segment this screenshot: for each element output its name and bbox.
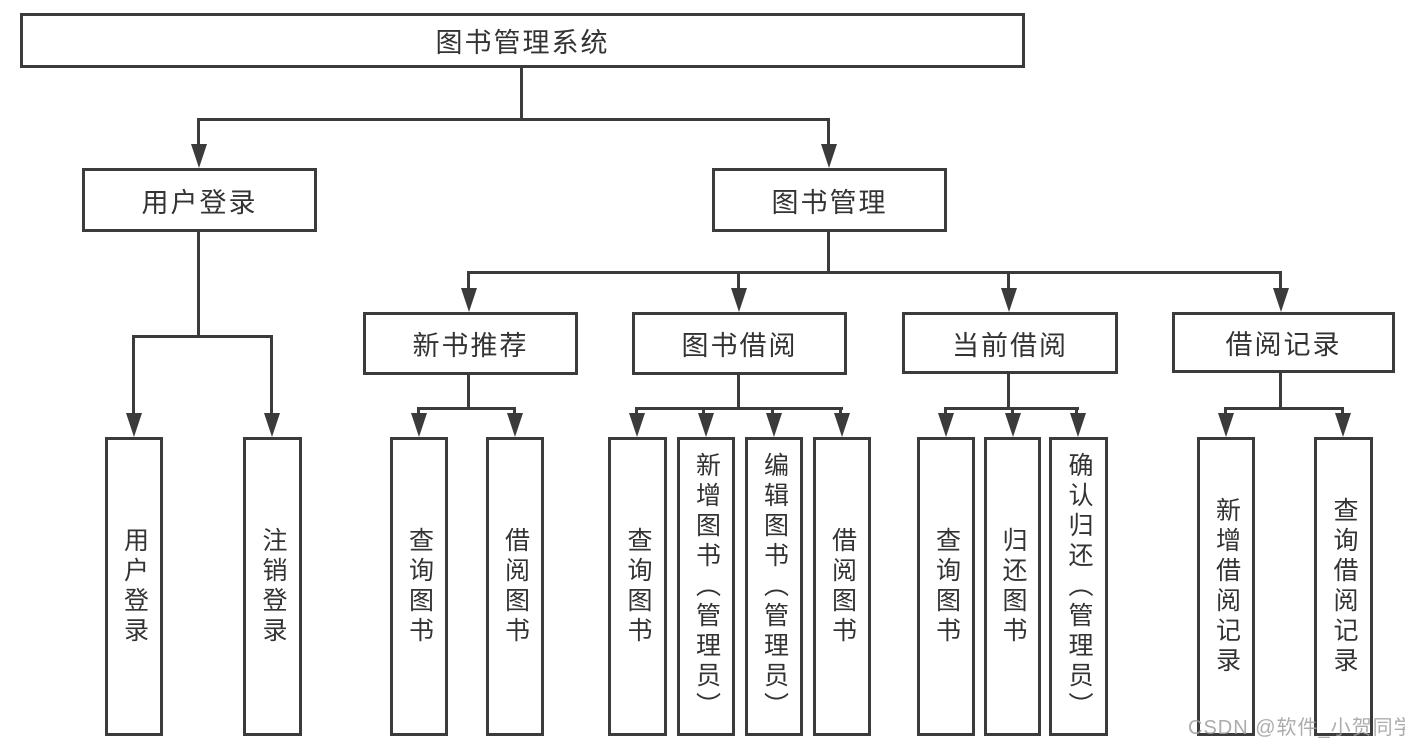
arrow-down-icon	[1335, 413, 1351, 437]
node-label: 借阅记录	[1225, 330, 1342, 360]
connector-line	[1279, 373, 1282, 410]
connector-line	[1341, 407, 1344, 416]
node-book-borrow: 图书借阅	[632, 312, 847, 375]
node-label: 查询图书	[405, 526, 434, 647]
arrow-down-icon	[731, 288, 747, 312]
connector-line	[839, 407, 842, 416]
node-label: 编辑图书（管理员）	[760, 451, 789, 722]
leaf-cb-return-books: 归还图书	[984, 437, 1041, 736]
csdn-watermark: CSDN @软件_小贺同学	[1188, 717, 1405, 739]
connector-line	[270, 335, 273, 415]
node-label: 新增借阅记录	[1212, 496, 1241, 677]
connector-line	[513, 407, 516, 416]
connector-line	[1075, 407, 1078, 416]
node-label: 查询借阅记录	[1330, 496, 1358, 677]
leaf-bb-edit-books-admin: 编辑图书（管理员）	[745, 437, 803, 736]
connector-line	[635, 407, 843, 410]
leaf-nb-query-books: 查询图书	[390, 437, 448, 736]
connector-line	[197, 118, 830, 121]
arrow-down-icon	[698, 413, 714, 437]
node-label: 用户登录	[141, 187, 258, 218]
leaf-br-query-borrow-record: 查询借阅记录	[1314, 437, 1373, 736]
connector-line	[827, 232, 830, 274]
connector-line	[944, 407, 947, 416]
leaf-bb-add-books-admin: 新增图书（管理员）	[677, 437, 735, 736]
node-label: 查询图书	[932, 526, 961, 647]
arrow-down-icon	[461, 288, 477, 312]
arrow-down-icon	[1273, 288, 1289, 312]
connector-line	[520, 68, 523, 121]
arrow-down-icon	[1070, 413, 1086, 437]
connector-line	[737, 375, 740, 410]
leaf-cb-query-books: 查询图书	[917, 437, 975, 736]
arrow-down-icon	[629, 413, 645, 437]
connector-line	[1224, 407, 1344, 410]
leaf-br-add-borrow-record: 新增借阅记录	[1197, 437, 1255, 736]
connector-line	[197, 118, 200, 148]
connector-line	[467, 271, 1282, 274]
arrow-down-icon	[507, 413, 523, 437]
arrow-down-icon	[821, 144, 837, 168]
connector-line	[1224, 407, 1227, 416]
leaf-logout: 注销登录	[243, 437, 302, 736]
arrow-down-icon	[1005, 413, 1021, 437]
connector-line	[197, 232, 200, 338]
connector-line	[827, 118, 830, 148]
leaf-nb-borrow-books: 借阅图书	[486, 437, 544, 736]
connector-line	[1007, 374, 1010, 410]
node-label: 新书推荐	[412, 331, 529, 361]
arrow-down-icon	[1218, 413, 1234, 437]
arrow-down-icon	[191, 144, 207, 168]
arrow-down-icon	[766, 413, 782, 437]
leaf-bb-borrow-books: 借阅图书	[813, 437, 871, 736]
arrow-down-icon	[126, 413, 142, 437]
leaf-bb-query-books: 查询图书	[608, 437, 667, 736]
connector-line	[1011, 407, 1014, 416]
connector-line	[1007, 271, 1010, 293]
connector-line	[132, 335, 273, 338]
node-current-borrow: 当前借阅	[902, 312, 1118, 374]
connector-line	[417, 407, 420, 416]
node-label: 图书管理	[771, 187, 888, 218]
connector-line	[467, 271, 470, 293]
arrow-down-icon	[938, 413, 954, 437]
node-book-management: 图书管理	[712, 168, 947, 232]
connector-line	[467, 375, 470, 410]
leaf-user-login: 用户登录	[105, 437, 163, 736]
node-label: 查询图书	[624, 526, 652, 647]
connector-line	[771, 407, 774, 416]
node-label: 借阅图书	[501, 526, 530, 647]
node-label: 确认归还（管理员）	[1065, 451, 1093, 722]
node-label: 借阅图书	[828, 526, 857, 647]
arrow-down-icon	[1001, 288, 1017, 312]
node-label: 新增图书（管理员）	[692, 451, 721, 722]
connector-line	[635, 407, 638, 416]
arrow-down-icon	[411, 413, 427, 437]
connector-line	[1279, 271, 1282, 293]
connector-line	[417, 407, 516, 410]
connector-line	[702, 407, 705, 416]
node-label: 用户登录	[120, 526, 149, 647]
node-label: 图书管理系统	[435, 28, 610, 58]
node-root: 图书管理系统	[20, 13, 1025, 68]
node-user-login: 用户登录	[82, 168, 317, 232]
node-label: 注销登录	[259, 526, 287, 647]
leaf-cb-confirm-return-admin: 确认归还（管理员）	[1049, 437, 1108, 736]
arrow-down-icon	[834, 413, 850, 437]
arrow-down-icon	[264, 413, 280, 437]
node-label: 归还图书	[999, 526, 1027, 647]
connector-line	[132, 335, 135, 415]
node-borrow-records: 借阅记录	[1172, 312, 1395, 373]
connector-line	[737, 271, 740, 293]
node-label: 图书借阅	[681, 331, 798, 361]
node-new-book-recommend: 新书推荐	[363, 312, 578, 375]
node-label: 当前借阅	[952, 330, 1068, 361]
